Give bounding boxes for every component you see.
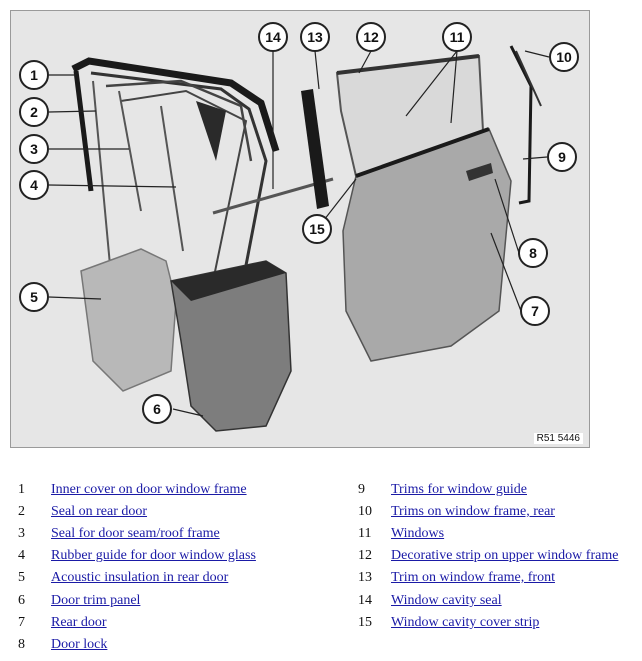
legend-number: 14 [358,593,372,608]
callout-15[interactable]: 15 [302,214,332,244]
corner-wedge [196,101,226,161]
exploded-door-diagram: 1 2 3 4 5 6 7 8 9 10 11 12 13 14 15 R51 … [10,10,590,448]
frame-post-mid [92,80,112,277]
legend-number: 5 [18,570,25,585]
legend-number: 10 [358,504,372,519]
callout-7[interactable]: 7 [520,296,550,326]
rear-trim-part [509,45,533,205]
legend-link[interactable]: Trim on window frame, front [391,570,555,585]
door-lock-handle [466,163,493,181]
rubber-guide-part [120,89,248,292]
legend-number: 12 [358,548,372,563]
rear-door-part [342,128,512,362]
trim-panel-top [171,261,286,301]
frame-post-right [118,90,142,212]
callout-4[interactable]: 4 [19,170,49,200]
legend-link[interactable]: Decorative strip on upper window frame [391,548,619,563]
callout-6[interactable]: 6 [142,394,172,424]
seam-seal-part [105,79,253,162]
callout-1[interactable]: 1 [19,60,49,90]
callout-13[interactable]: 13 [300,22,330,52]
legend-link[interactable]: Trims on window frame, rear [391,504,555,519]
legend-number: 15 [358,615,372,630]
window-cavity-seal-part [212,177,334,215]
legend-link[interactable]: Inner cover on door window frame [51,482,247,497]
legend-link[interactable]: Door trim panel [51,593,141,608]
callout-14[interactable]: 14 [258,22,288,52]
legend-link[interactable]: Trims for window guide [391,482,527,497]
legend-number: 8 [18,637,25,652]
figure-code: R51 5446 [533,433,583,444]
legend-link[interactable]: Windows [391,526,445,541]
window-guide-trim-part [515,50,542,107]
legend-number: 1 [18,482,25,497]
acoustic-insulation-part [80,248,177,392]
inner-cover-part [71,57,280,153]
frame-post-left [73,70,94,192]
legend-number: 6 [18,593,25,608]
legend-number: 3 [18,526,25,541]
callout-8[interactable]: 8 [518,238,548,268]
frame-post-inner [160,105,184,252]
legend-number: 4 [18,548,25,563]
callout-12[interactable]: 12 [356,22,386,52]
legend-link[interactable]: Door lock [51,637,108,652]
callout-2[interactable]: 2 [19,97,49,127]
legend-number: 2 [18,504,25,519]
legend-number: 9 [358,482,365,497]
legend-link[interactable]: Acoustic insulation in rear door [51,570,229,585]
callout-3[interactable]: 3 [19,134,49,164]
callout-9[interactable]: 9 [547,142,577,172]
leader-lines [48,50,550,417]
legend-link[interactable]: Rear door [51,615,107,630]
legend-link[interactable]: Seal on rear door [51,504,148,519]
legend-number: 13 [358,570,372,585]
callout-5[interactable]: 5 [19,282,49,312]
legend-link[interactable]: Rubber guide for door window glass [51,548,256,563]
legend-link[interactable]: Window cavity cover strip [391,615,540,630]
legend-number: 11 [358,526,372,541]
diagram-drawing [48,45,550,432]
legend-number: 7 [18,615,25,630]
callout-10[interactable]: 10 [549,42,579,72]
legend-link[interactable]: Window cavity seal [391,593,502,608]
legend-link[interactable]: Seal for door seam/roof frame [51,526,220,541]
window-cavity-cover-strip-part [355,127,490,178]
front-trim-part [301,89,329,209]
callout-11[interactable]: 11 [442,22,472,52]
